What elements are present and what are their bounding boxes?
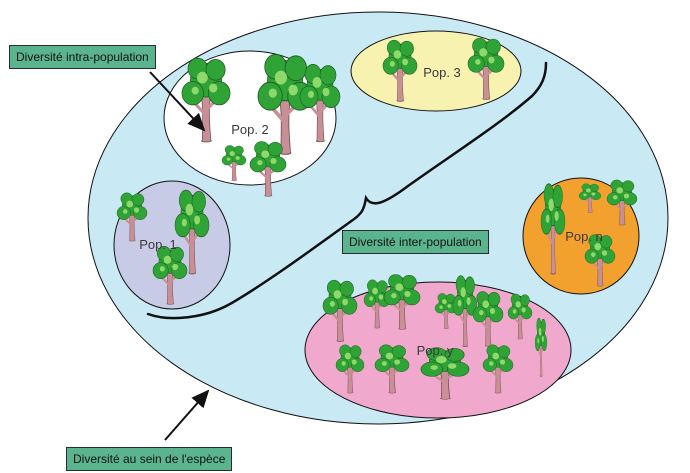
inter-population-brace <box>146 61 548 320</box>
pop-1-label: Pop. 1 <box>139 237 177 252</box>
species-arrow <box>164 389 210 441</box>
pop-2-label: Pop. 2 <box>231 122 269 137</box>
pop-n-label: Pop. n <box>565 229 603 244</box>
species-diversity-label: Diversité au sein de l'espèce <box>66 447 233 471</box>
intra-arrow <box>149 71 206 132</box>
pop-y-label: Pop. y <box>417 343 454 358</box>
pop-3-label: Pop. 3 <box>423 65 461 80</box>
inter-population-label: Diversité inter-population <box>342 230 489 254</box>
intra-population-label: Diversité intra-population <box>9 45 156 69</box>
